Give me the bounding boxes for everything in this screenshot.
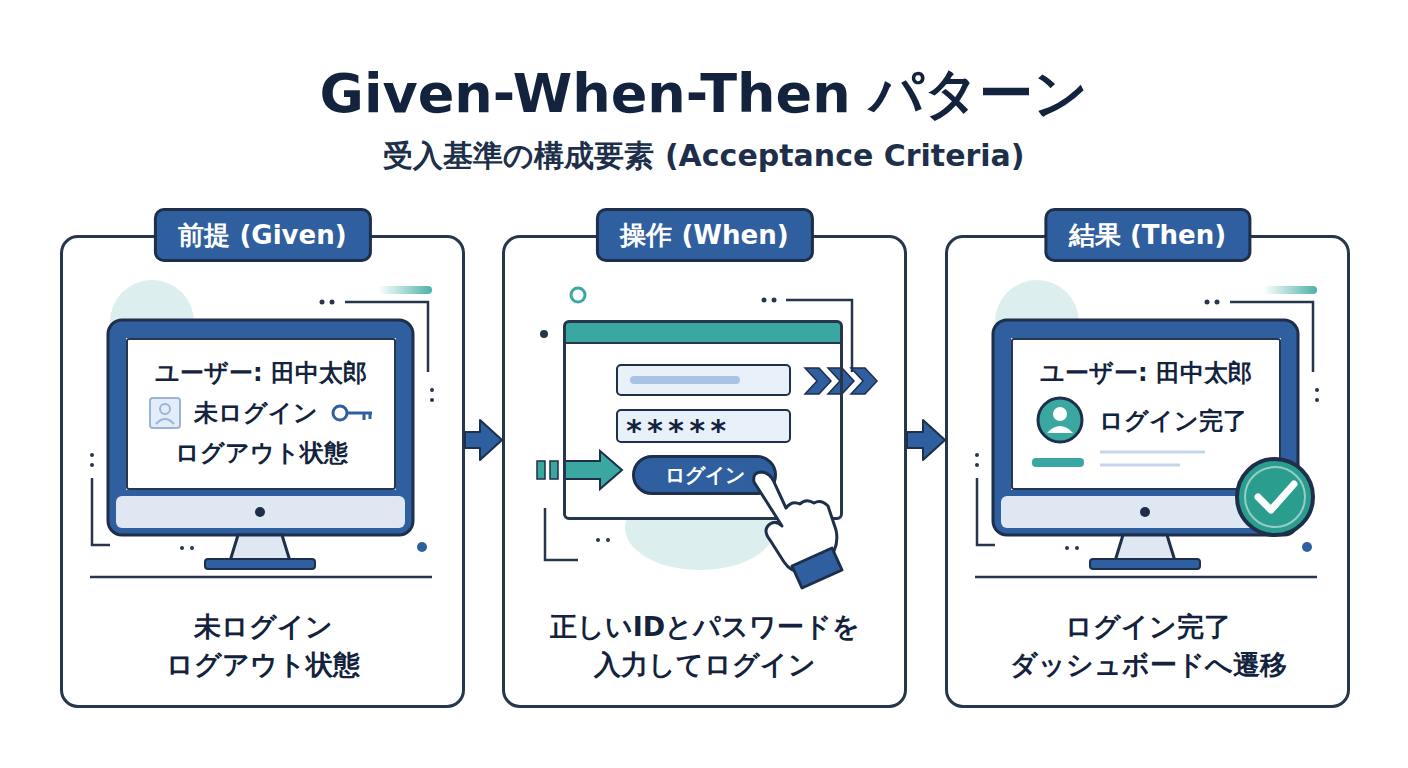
hand-cursor	[792, 548, 842, 588]
given-illustration	[150, 398, 180, 428]
when-illustration	[564, 321, 842, 343]
step-description: 正しいIDとパスワードを 入力してログイン	[535, 608, 875, 684]
monitor-illustration	[975, 320, 1317, 577]
check-badge	[1237, 459, 1313, 535]
status-text: ログイン完了	[1099, 406, 1247, 436]
screen-text: ユーザー: 田中太郎	[128, 358, 394, 388]
step-panel: 結果 (Then)ログイン完了 ダッシュボードへ遷移ユーザー: 田中太郎ログイン…	[945, 235, 1350, 708]
arrow-shape	[907, 420, 945, 460]
when-illustration	[550, 461, 558, 479]
monitor-screen: ユーザー: 田中太郎ログイン完了	[1011, 338, 1281, 490]
login-button: ログイン	[632, 455, 777, 495]
then-illustration	[1053, 407, 1067, 421]
given-illustration	[156, 419, 174, 424]
arrow-shape	[465, 420, 502, 460]
step-description: 未ログイン ログアウト状態	[113, 608, 413, 684]
when-illustration	[805, 368, 831, 394]
step-description: ログイン完了 ダッシュボードへ遷移	[978, 608, 1318, 684]
panel-heading: 操作 (When)	[595, 208, 813, 262]
when-illustration	[630, 376, 740, 384]
hand-cursor	[754, 472, 842, 588]
when-illustration	[617, 365, 790, 395]
then-illustration	[1100, 451, 1205, 454]
when-illustration	[537, 461, 545, 479]
given-illustration	[347, 412, 372, 415]
subtitle-label: 受入基準の構成要素 (Acceptance Criteria)	[0, 136, 1408, 177]
password-mask: *****	[625, 416, 730, 446]
status-text: 未ログイン	[194, 398, 318, 428]
screen-text: ユーザー: 田中太郎	[1013, 358, 1279, 388]
monitor-illustration	[90, 320, 432, 577]
panel-heading: 結果 (Then)	[1044, 208, 1251, 262]
check-badge	[1237, 459, 1313, 535]
then-illustration	[1032, 458, 1084, 467]
flow-arrow	[465, 420, 502, 460]
given-illustration	[90, 280, 434, 577]
when-illustration	[565, 451, 622, 489]
button-label: ログイン	[635, 458, 774, 492]
step-panel: 操作 (When)正しいIDとパスワードを 入力してログイン*****ログイン	[502, 235, 907, 708]
diagram-title: Given-When-Then パターン	[0, 58, 1408, 131]
given-illustration	[333, 406, 347, 420]
when-illustration	[772, 298, 777, 303]
when-illustration	[537, 288, 877, 570]
when-illustration	[606, 538, 610, 542]
step-panel: 前提 (Given)未ログイン ログアウト状態ユーザー: 田中太郎未ログインログ…	[60, 235, 465, 708]
when-illustration	[851, 368, 877, 394]
check-badge	[1258, 484, 1294, 510]
login-window: ***** ログイン	[563, 320, 843, 520]
given-illustration	[160, 404, 170, 414]
status-text: ログアウト状態	[128, 438, 394, 468]
then-illustration	[1038, 398, 1082, 442]
when-illustration	[563, 320, 843, 520]
then-illustration	[1047, 426, 1073, 433]
when-illustration	[596, 538, 600, 542]
monitor-screen: ユーザー: 田中太郎未ログインログアウト状態	[126, 338, 396, 490]
then-illustration	[975, 280, 1319, 577]
given-illustration	[369, 413, 372, 419]
given-illustration	[363, 413, 366, 420]
check-badge	[1245, 467, 1305, 527]
panel-heading: 前提 (Given)	[153, 208, 371, 262]
then-illustration	[1100, 464, 1180, 467]
when-illustration	[571, 288, 585, 302]
flow-arrow	[907, 420, 945, 460]
when-illustration	[762, 298, 767, 303]
hand-cursor	[754, 472, 837, 572]
when-illustration	[540, 330, 548, 338]
when-illustration	[564, 342, 842, 344]
